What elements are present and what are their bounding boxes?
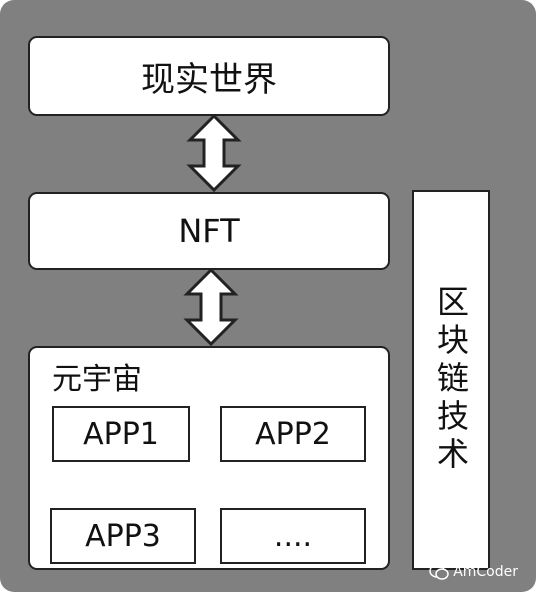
watermark-text: AmCoder: [453, 564, 518, 580]
bidirectional-arrow-icon: [186, 114, 242, 192]
real-world-label: 现实世界: [141, 59, 277, 100]
wechat-icon: [429, 564, 449, 580]
app-label: ....: [273, 518, 313, 554]
app-box-more: ....: [220, 508, 366, 564]
nft-box: NFT: [28, 192, 390, 270]
app-box: APP1: [52, 406, 190, 462]
bidirectional-arrow-icon: [183, 268, 239, 346]
app-box: APP3: [50, 508, 196, 564]
real-world-box: 现实世界: [28, 36, 390, 116]
watermark: AmCoder: [429, 564, 518, 580]
app-label: APP3: [85, 518, 161, 554]
nft-label: NFT: [178, 212, 240, 250]
blockchain-box: 区块链技术: [412, 190, 490, 570]
app-label: APP1: [83, 416, 159, 452]
app-label: APP2: [255, 416, 331, 452]
metaverse-box: 元宇宙 APP1 APP2 APP3 ....: [28, 346, 390, 570]
metaverse-label: 元宇宙: [52, 362, 142, 397]
blockchain-label: 区块链技术: [432, 285, 470, 475]
app-box: APP2: [220, 406, 366, 462]
